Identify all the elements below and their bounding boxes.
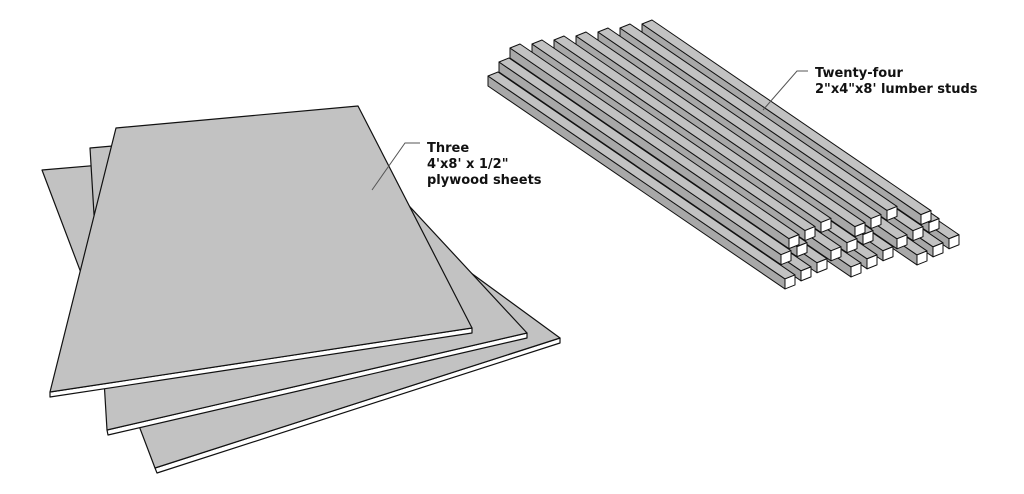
board-end	[780, 250, 792, 266]
board-end	[784, 274, 796, 290]
board-end	[830, 246, 842, 262]
board-end	[870, 214, 882, 230]
lumber-stack	[487, 19, 960, 290]
board-end	[796, 242, 808, 258]
board-end	[916, 250, 928, 266]
plywood-leader-line	[371, 142, 420, 191]
leader-lines	[371, 70, 808, 191]
plywood-stack	[41, 105, 561, 474]
studs-label-line2: 2"x4"x8' lumber studs	[815, 82, 978, 97]
board-end	[866, 254, 878, 270]
plywood-label: Three 4'x8' x 1/2" plywood sheets	[427, 141, 542, 189]
board-end	[816, 258, 828, 274]
studs-label: Twenty-four 2"x4"x8' lumber studs	[815, 66, 978, 98]
board-end	[932, 242, 944, 258]
plywood-label-line2: 4'x8' x 1/2"	[427, 157, 509, 172]
board-end	[846, 238, 858, 254]
board-end	[804, 226, 816, 242]
plywood-label-line1: Three	[427, 141, 470, 156]
board-end	[850, 262, 862, 278]
board-end	[920, 210, 932, 226]
board-end	[854, 222, 866, 238]
plywood-label-line3: plywood sheets	[427, 173, 542, 188]
board-end	[948, 234, 960, 250]
board-end	[862, 230, 874, 246]
board-end	[912, 226, 924, 242]
studs-leader-line	[762, 70, 808, 111]
board-end	[928, 218, 940, 234]
board-end	[800, 266, 812, 282]
plywood-sheet-front	[49, 105, 473, 398]
studs-label-line1: Twenty-four	[815, 66, 903, 81]
board-end	[820, 217, 832, 233]
board-end	[896, 234, 908, 250]
board-end	[788, 234, 800, 250]
board-end	[886, 205, 898, 221]
board-end	[882, 246, 894, 262]
